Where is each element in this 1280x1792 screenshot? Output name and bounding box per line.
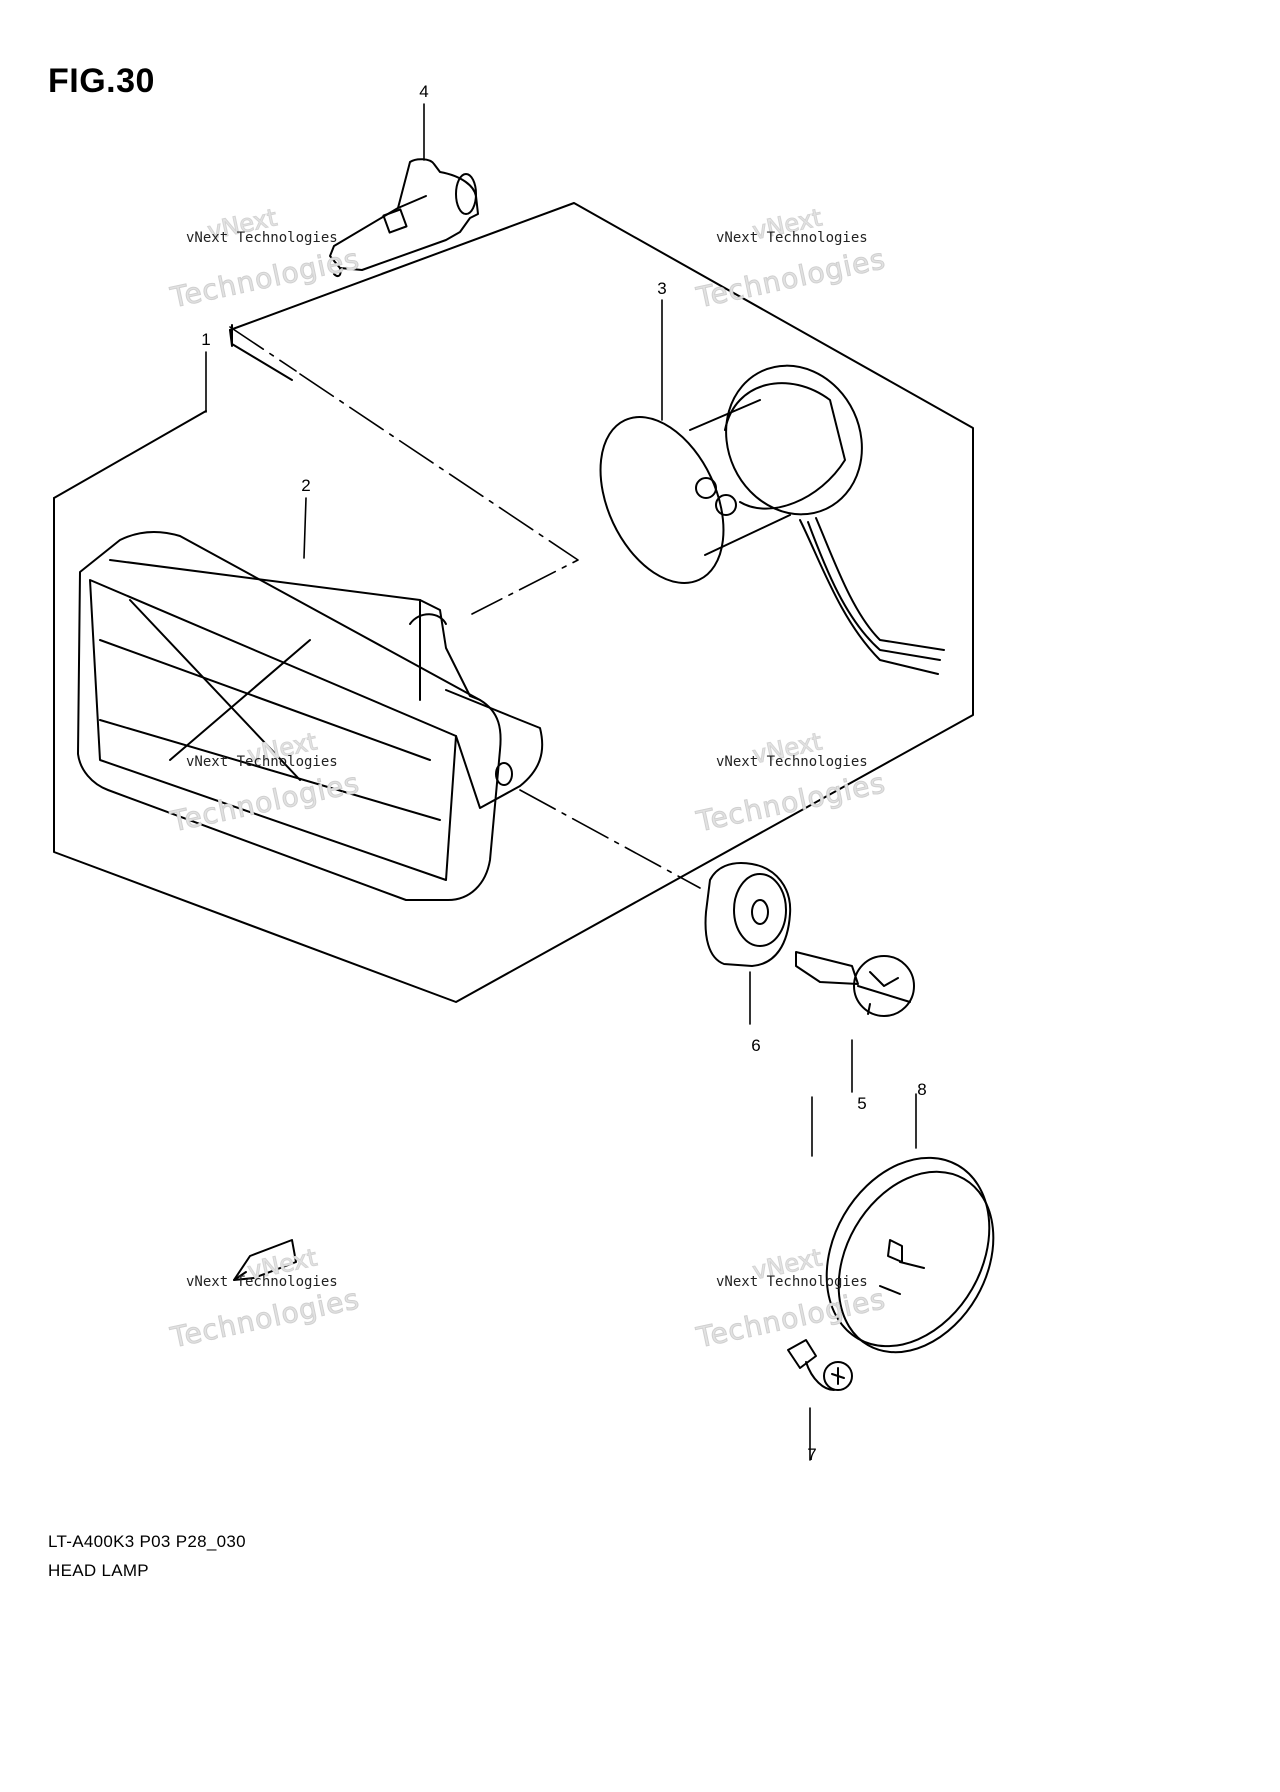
callout-1: 1 — [201, 330, 211, 349]
callout-6: 6 — [751, 1036, 761, 1055]
grommet-part — [704, 862, 792, 967]
headlamp-part — [77, 530, 544, 901]
figure-title: FIG.30 — [48, 62, 155, 100]
cap-part — [825, 1156, 995, 1354]
bulb-part — [329, 158, 479, 277]
leader-lines — [205, 103, 917, 1461]
callout-7: 7 — [807, 1445, 817, 1464]
callout-2: 2 — [301, 476, 311, 495]
callout-3: 3 — [657, 279, 667, 298]
socket-part — [599, 364, 945, 675]
small-screw-part — [787, 1339, 853, 1391]
front-arrow-icon — [233, 1239, 297, 1281]
assembly-outline — [53, 202, 974, 1003]
centerlines — [229, 326, 701, 889]
callout-8: 8 — [917, 1080, 927, 1099]
callout-4: 4 — [419, 82, 429, 101]
caption-code: LT-A400K3 P03 P28_030 — [48, 1532, 246, 1551]
callout-5: 5 — [857, 1094, 867, 1113]
screw-part — [795, 951, 915, 1017]
caption-name: HEAD LAMP — [48, 1561, 149, 1580]
